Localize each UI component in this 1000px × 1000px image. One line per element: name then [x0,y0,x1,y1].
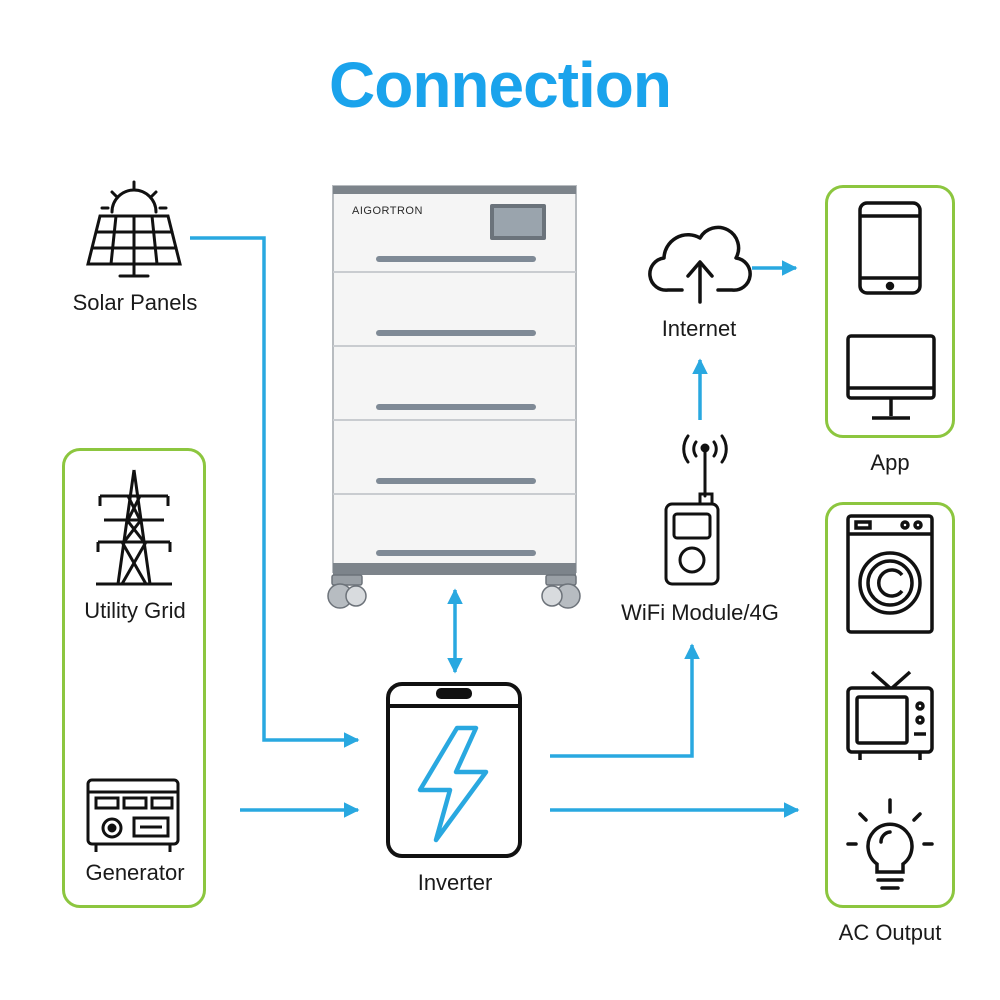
smartphone-icon [858,201,922,295]
generator-label: Generator [85,860,185,885]
monitor-icon [846,334,936,420]
internet-label: Internet [661,316,737,341]
cloud-upload-icon [648,225,752,304]
flow-lines [190,236,800,818]
battery-stack: AIGORTRON [327,185,581,609]
module-handle [376,330,536,336]
app-group [825,185,955,438]
wifi-module-icon [664,434,728,586]
solar-panels-label: Solar Panels [72,290,198,315]
solar-to-inverter-arrow [190,236,360,748]
module-handle [376,550,536,556]
inverter-label: Inverter [417,870,493,895]
utility-grid-label: Utility Grid [84,598,186,623]
washing-machine-icon [846,514,934,634]
page-title: Connection [329,49,672,121]
lightning-bolt-icon [386,682,522,858]
input-sources-group [62,448,206,908]
inverter-to-wifi-arrow [550,643,700,758]
battery-wheels [327,574,581,609]
module-handle [376,478,536,484]
ac-output-group [825,502,955,908]
module-handle [376,256,536,262]
light-bulb-icon [846,798,934,890]
tv-icon [846,670,934,760]
generator-icon [86,778,180,852]
ac-output-label: AC Output [838,920,942,945]
solar-panel-icon [86,180,182,278]
module-handle [376,404,536,410]
transmission-tower-icon [96,469,172,586]
battery-brand-text: AIGORTRON [352,205,423,217]
wifi-module-label: WiFi Module/4G [621,600,779,625]
app-label: App [870,450,910,475]
